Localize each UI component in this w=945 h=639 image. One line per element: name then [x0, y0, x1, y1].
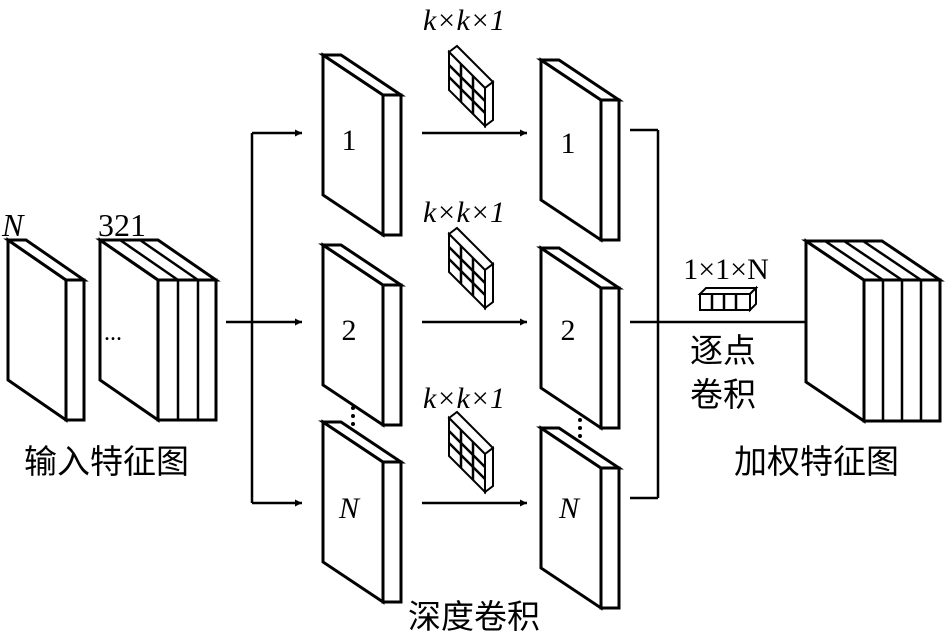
depthwise-output-channel-1: 1 — [536, 57, 624, 243]
pointwise-kernel-label: 1×1×N — [683, 253, 769, 286]
depthwise-input-vertical-ellipsis — [351, 406, 355, 426]
output-caption: 加权特征图 — [734, 442, 899, 481]
channel-label: 2 — [561, 314, 576, 347]
depthwise-input-channel-1: 1 — [318, 52, 406, 238]
depthwise-arrows — [422, 129, 527, 507]
kernel-label: k×k×1 — [423, 4, 505, 37]
kernel-label: k×k×1 — [423, 196, 505, 229]
pointwise-caption-line1: 逐点 — [690, 331, 756, 370]
kernel-label: k×k×1 — [423, 382, 505, 415]
input-label-n: N — [1, 207, 25, 243]
depthwise-kernel-1: k×k×1 — [423, 4, 505, 129]
depthwise-caption: 深度卷积 — [408, 597, 540, 636]
input-single-plate — [3, 237, 89, 423]
output-feature-map — [801, 238, 945, 424]
input-caption: 输入特征图 — [24, 442, 189, 481]
pointwise-kernel: 1×1×N — [683, 253, 769, 313]
pointwise-caption-line2: 卷积 — [690, 375, 756, 414]
channel-label: N — [338, 492, 361, 525]
depthwise-kernel-2: k×k×1 — [423, 196, 505, 311]
depthwise-input-channel-n: N — [318, 419, 406, 605]
depthwise-output-channel-n: N — [536, 425, 624, 611]
split-connector — [226, 129, 302, 507]
depthwise-kernel-n: k×k×1 — [423, 382, 505, 495]
channel-label: 1 — [561, 127, 576, 160]
merge-connector — [630, 128, 830, 500]
input-ellipsis: ... — [104, 320, 122, 346]
depthwise-input-channel-2: 2 — [318, 242, 406, 428]
channel-label: 1 — [342, 124, 357, 157]
channel-label: N — [558, 492, 581, 525]
input-feature-map: N 321 ... 输入特征图 — [1, 207, 221, 481]
channel-label: 2 — [342, 314, 357, 347]
depthwise-output-vertical-ellipsis — [578, 418, 582, 438]
depthwise-output-channel-2: 2 — [536, 245, 624, 431]
input-label-channels: 321 — [98, 207, 146, 243]
input-plate-stack — [95, 237, 221, 423]
